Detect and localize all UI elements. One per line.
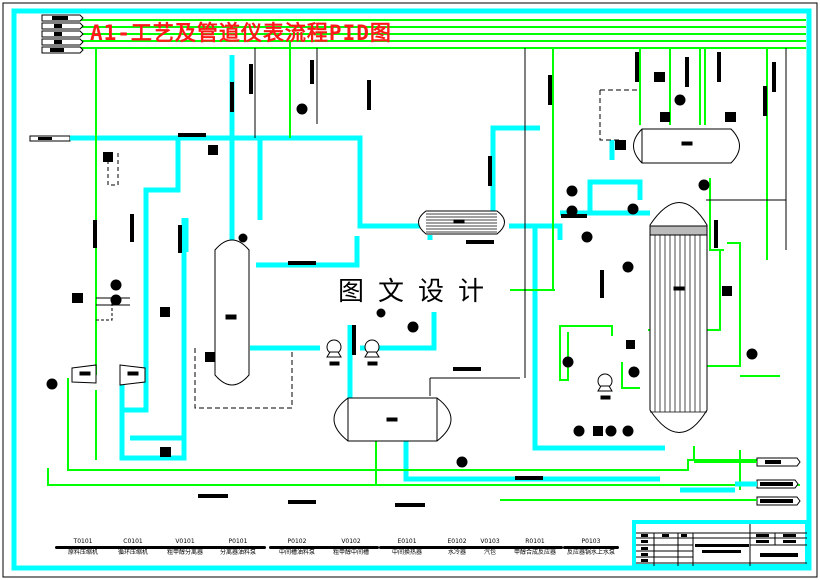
equipment-tag: R0101 (525, 538, 545, 545)
equipment-name: 粗甲醇中间槽 (332, 549, 369, 556)
feed-inlet (29, 135, 71, 142)
legend-item-e0101: E0101 中间换热器 (377, 538, 437, 557)
reactor-r0101 (649, 202, 708, 433)
separator-v0101 (214, 239, 250, 386)
legend-item-v0103: V0103 汽包 (460, 538, 520, 557)
pump-p0101 (326, 339, 342, 366)
instrument-boxes (72, 72, 736, 457)
equipment-tag: E0102 (447, 538, 467, 545)
equipment-tag: E0101 (397, 538, 417, 545)
legend-item-p0103: P0103 反应器锅水上水泵 (561, 538, 621, 557)
equipment-name: 中间换热器 (391, 549, 422, 556)
tag-underline (323, 546, 379, 549)
tag-underline (507, 546, 563, 549)
equipment-name: 粗甲醇分离器 (166, 549, 203, 556)
instrument-bubbles (46, 94, 758, 468)
equipment-name: 反应器锅水上水泵 (566, 549, 615, 556)
drawing-title: A1-工艺及管道仪表流程PID图 (90, 21, 392, 45)
equipment-tag: V0101 (175, 538, 195, 545)
legend-item-v0102: V0102 粗甲醇中间槽 (321, 538, 381, 557)
tag-underline (563, 546, 619, 549)
tag-underline (157, 546, 213, 549)
equipment-tag: T0101 (73, 538, 93, 545)
legend-item-p0101: P0101 分离器油料泵 (208, 538, 268, 557)
outlet-line-tags (756, 457, 801, 506)
line-tags-top-left (41, 14, 84, 54)
tag-underline (429, 546, 485, 549)
legend-item-c0101: C0101 循环压缩机 (103, 538, 163, 557)
equipment-tag: C0101 (123, 538, 143, 545)
pump-p0103 (597, 373, 613, 400)
tag-underline (55, 546, 111, 549)
legend-item-r0101: R0101 甲醇合成反应器 (505, 538, 565, 557)
equipment-tag: P0103 (581, 538, 601, 545)
legend-item-p0102: P0102 中间槽油料泵 (267, 538, 327, 557)
equipment-name: 水冷器 (447, 549, 466, 556)
title-block (632, 520, 809, 568)
equipment-tag: P0101 (228, 538, 248, 545)
outlet-tag-fills (760, 460, 793, 503)
equipment-name: 甲醇合成反应器 (513, 549, 556, 556)
utility-header-lines (80, 19, 806, 49)
legend-item-v0101: V0101 粗甲醇分离器 (155, 538, 215, 557)
instrument-lines (96, 48, 787, 409)
legend-item-e0102: E0102 水冷器 (427, 538, 487, 557)
tag-underline (379, 546, 435, 549)
tank-v0102 (333, 397, 452, 442)
equipment-tag: V0102 (341, 538, 361, 545)
compressor-c0101 (119, 364, 146, 386)
tag-underline (269, 546, 325, 549)
equipment-name: 分离器油料泵 (219, 549, 256, 556)
legend-item-t0101: T0101 原料压缩机 (53, 538, 113, 557)
tag-underline (210, 546, 266, 549)
outlet-lines (500, 461, 757, 501)
pump-p0102 (364, 339, 380, 366)
equipment-name: 汽包 (483, 549, 496, 556)
drawing-frame (11, 8, 812, 571)
equipment-name: 循环压缩机 (117, 549, 148, 556)
tag-underline (105, 546, 161, 549)
equipment-name: 原料压缩机 (67, 549, 98, 556)
line-number-labels (93, 52, 776, 507)
line-tag-fills (50, 16, 68, 52)
compressor-t0101 (71, 364, 97, 384)
steam-drum-v0103 (633, 128, 740, 164)
equipment-tag: P0102 (287, 538, 307, 545)
equipment-tag: V0103 (480, 538, 500, 545)
title-block-fills (641, 534, 798, 562)
heat-exchanger-e0101 (418, 210, 505, 235)
tag-underline (462, 546, 518, 549)
watermark-text: 图文设计 (338, 277, 499, 307)
equipment-name: 中间槽油料泵 (278, 549, 315, 556)
